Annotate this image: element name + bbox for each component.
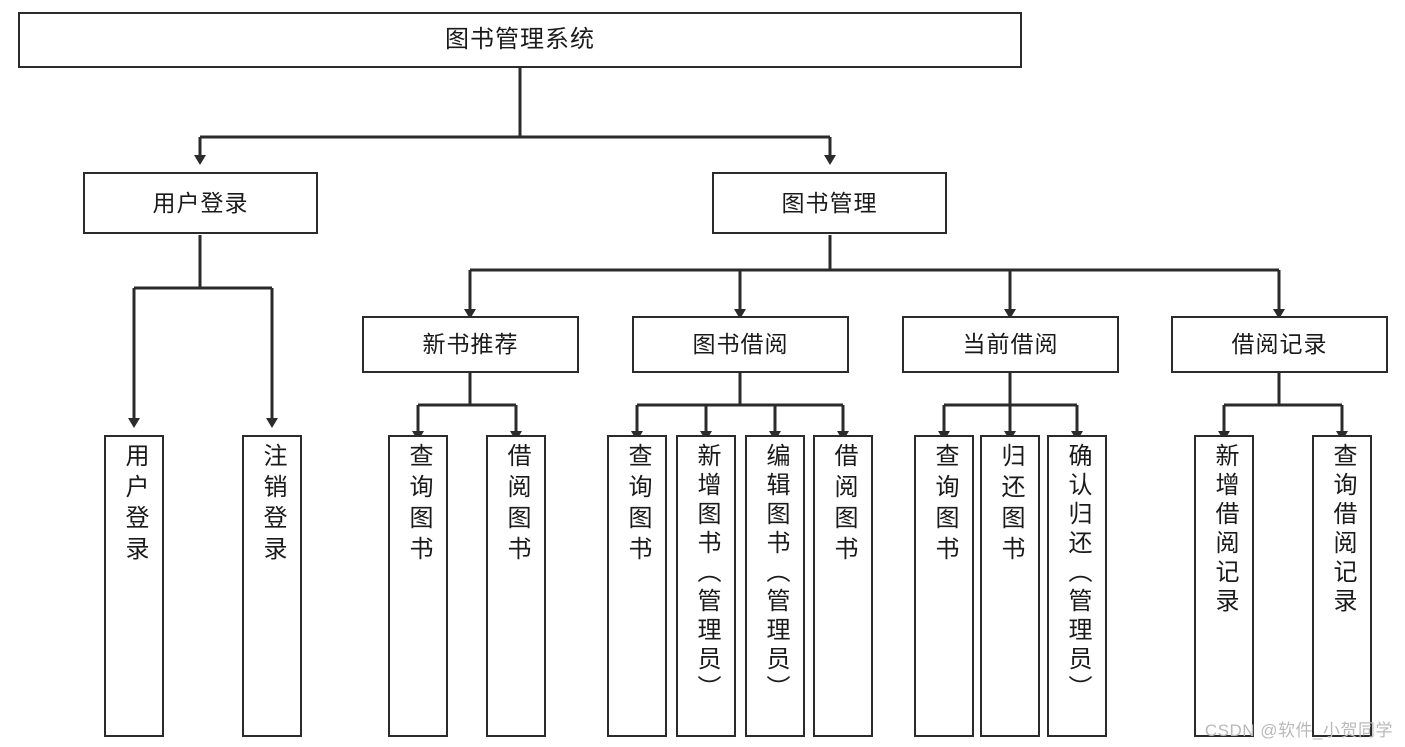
node-new-book-rec-label: 新书推荐 bbox=[422, 331, 519, 358]
node-leaf-logout[interactable]: 注销登录 bbox=[242, 435, 302, 737]
node-leaf-query-record[interactable]: 查询借阅记录 bbox=[1312, 435, 1372, 737]
node-leaf-borrow-book-2[interactable]: 借阅图书 bbox=[813, 435, 873, 737]
node-user-login[interactable]: 用户登录 bbox=[83, 172, 318, 234]
node-user-login-label: 用户登录 bbox=[152, 189, 249, 216]
node-leaf-borrow-book-1-label: 借阅图书 bbox=[503, 443, 530, 567]
node-leaf-borrow-book-1[interactable]: 借阅图书 bbox=[486, 435, 546, 737]
node-leaf-confirm-return-label: 确认归还（管理员） bbox=[1064, 443, 1091, 704]
node-leaf-add-book[interactable]: 新增图书（管理员） bbox=[676, 435, 736, 737]
node-leaf-query-record-label: 查询借阅记录 bbox=[1329, 443, 1356, 617]
node-current-borrow-label: 当前借阅 bbox=[962, 331, 1059, 358]
node-leaf-user-login-label: 用户登录 bbox=[121, 443, 148, 567]
node-leaf-query-book-2-label: 查询图书 bbox=[624, 443, 651, 567]
node-leaf-add-record-label: 新增借阅记录 bbox=[1211, 443, 1238, 617]
node-leaf-confirm-return[interactable]: 确认归还（管理员） bbox=[1047, 435, 1107, 737]
node-leaf-query-book-3-label: 查询图书 bbox=[931, 443, 958, 567]
node-leaf-return-book-label: 归还图书 bbox=[997, 443, 1024, 567]
node-leaf-logout-label: 注销登录 bbox=[259, 443, 286, 567]
node-leaf-user-login[interactable]: 用户登录 bbox=[104, 435, 164, 737]
node-new-book-rec[interactable]: 新书推荐 bbox=[362, 316, 579, 373]
node-book-borrow[interactable]: 图书借阅 bbox=[632, 316, 849, 373]
node-book-borrow-label: 图书借阅 bbox=[692, 331, 789, 358]
node-leaf-borrow-book-2-label: 借阅图书 bbox=[830, 443, 857, 567]
node-leaf-edit-book[interactable]: 编辑图书（管理员） bbox=[745, 435, 805, 737]
watermark-text: CSDN @软件_小贺同学 bbox=[1204, 721, 1393, 740]
node-borrow-record-label: 借阅记录 bbox=[1231, 331, 1328, 358]
node-borrow-record[interactable]: 借阅记录 bbox=[1171, 316, 1388, 373]
node-leaf-query-book-2[interactable]: 查询图书 bbox=[607, 435, 667, 737]
node-leaf-query-book-3[interactable]: 查询图书 bbox=[914, 435, 974, 737]
node-leaf-edit-book-label: 编辑图书（管理员） bbox=[762, 443, 789, 704]
node-book-manage[interactable]: 图书管理 bbox=[712, 172, 947, 234]
node-leaf-add-record[interactable]: 新增借阅记录 bbox=[1194, 435, 1254, 737]
node-book-manage-label: 图书管理 bbox=[781, 189, 878, 216]
node-leaf-return-book[interactable]: 归还图书 bbox=[980, 435, 1040, 737]
node-leaf-add-book-label: 新增图书（管理员） bbox=[693, 443, 720, 704]
node-root[interactable]: 图书管理系统 bbox=[18, 12, 1022, 68]
node-current-borrow[interactable]: 当前借阅 bbox=[902, 316, 1119, 373]
node-leaf-query-book-1-label: 查询图书 bbox=[405, 443, 432, 567]
node-root-label: 图书管理系统 bbox=[445, 26, 595, 53]
node-leaf-query-book-1[interactable]: 查询图书 bbox=[388, 435, 448, 737]
